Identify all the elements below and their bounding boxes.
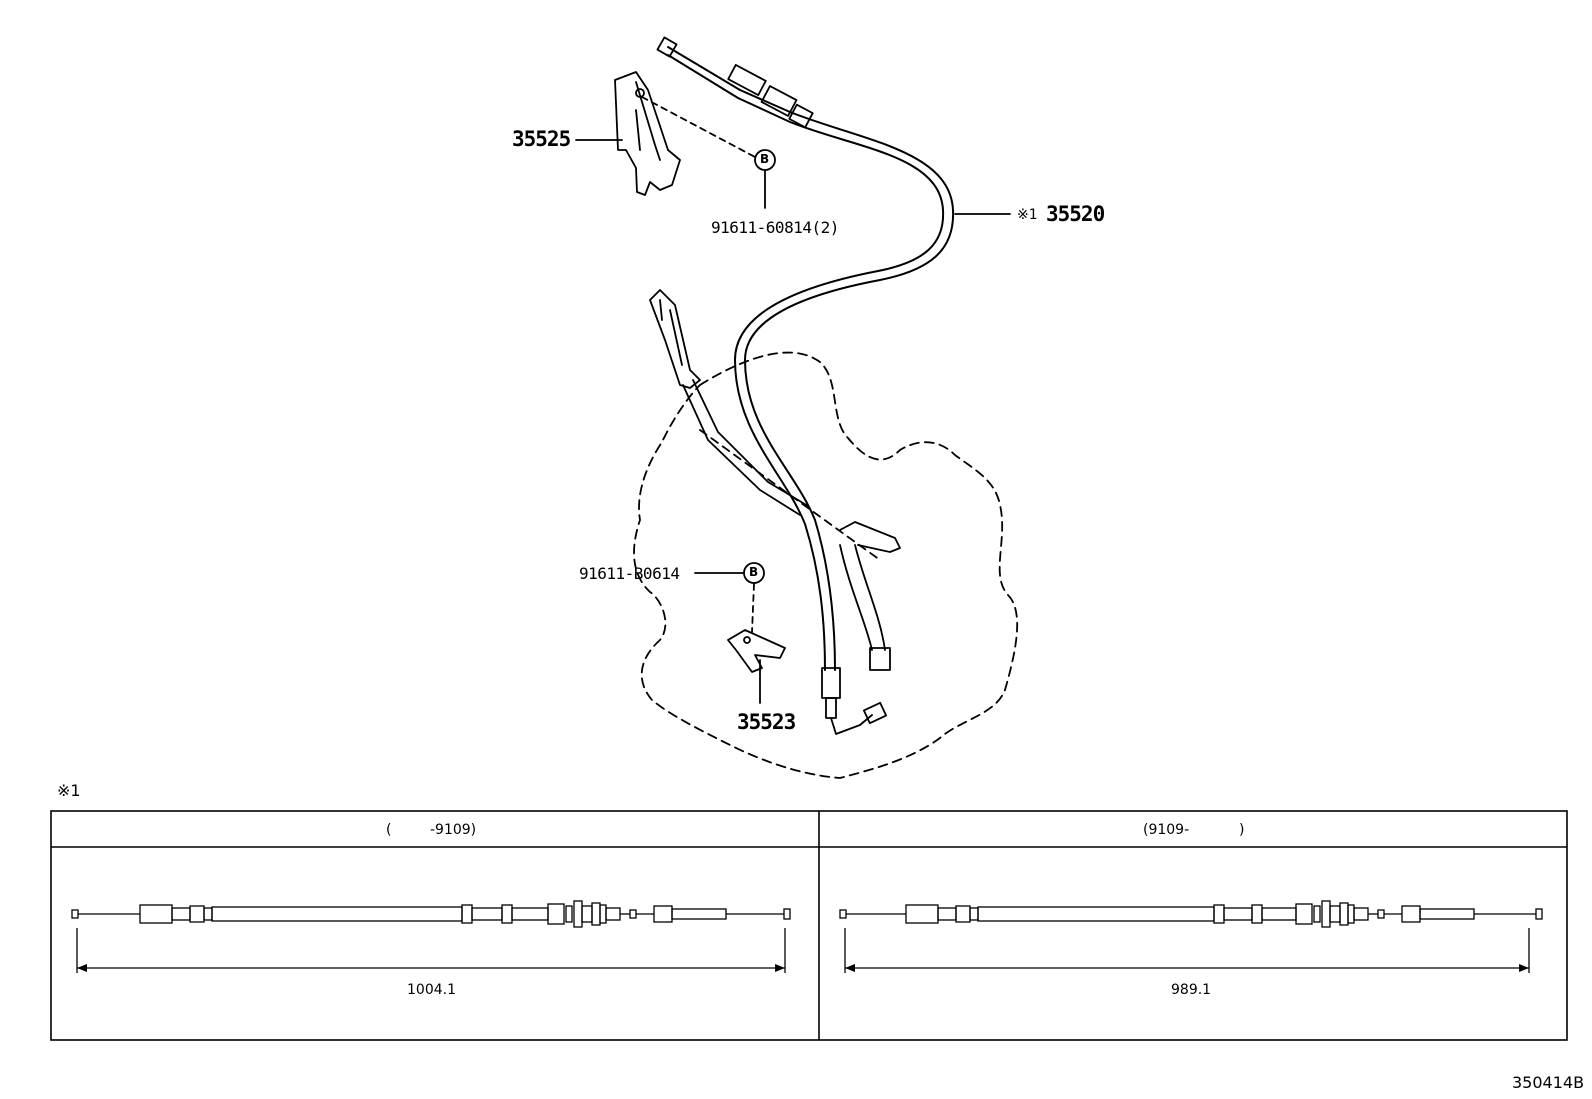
transmission-outline (633, 351, 1019, 779)
illustration-number: 350414B (1512, 1073, 1585, 1092)
right-header-close: ) (1239, 822, 1245, 838)
left-header-value: -9109) (430, 822, 477, 838)
cable-drawing-right (839, 900, 1543, 973)
bolt-letter-lower: B (749, 565, 759, 579)
callout-35520-mark: ※1 (1017, 207, 1038, 223)
callout-35525: 35525 (512, 127, 571, 151)
cable-end-clevis (656, 36, 678, 58)
left-header-open: ( (386, 822, 392, 838)
spec-table (50, 810, 1568, 1041)
shift-rod (682, 384, 801, 516)
plate-35523 (727, 629, 786, 673)
callout-35523: 35523 (737, 710, 796, 734)
right-header-value: (9109- (1143, 822, 1190, 838)
left-length: 1004.1 (407, 982, 456, 998)
cable-drawing-left (71, 900, 791, 973)
callout-bolt-upper: 91611-60814(2) (711, 218, 839, 237)
callout-bolt-lower: 91611-B0614 (579, 564, 680, 583)
callout-35520: 35520 (1046, 202, 1105, 226)
bolt-symbol-upper (754, 149, 776, 171)
bolt-symbol-lower (743, 562, 765, 584)
footnote-marker: ※1 (57, 781, 81, 800)
lever-bracket (649, 289, 701, 389)
shift-cable-35520 (667, 46, 955, 671)
cable-end-lower (821, 667, 841, 699)
bolt-letter-upper: B (760, 152, 770, 166)
right-length: 989.1 (1171, 982, 1212, 998)
bracket-35525 (614, 71, 681, 196)
